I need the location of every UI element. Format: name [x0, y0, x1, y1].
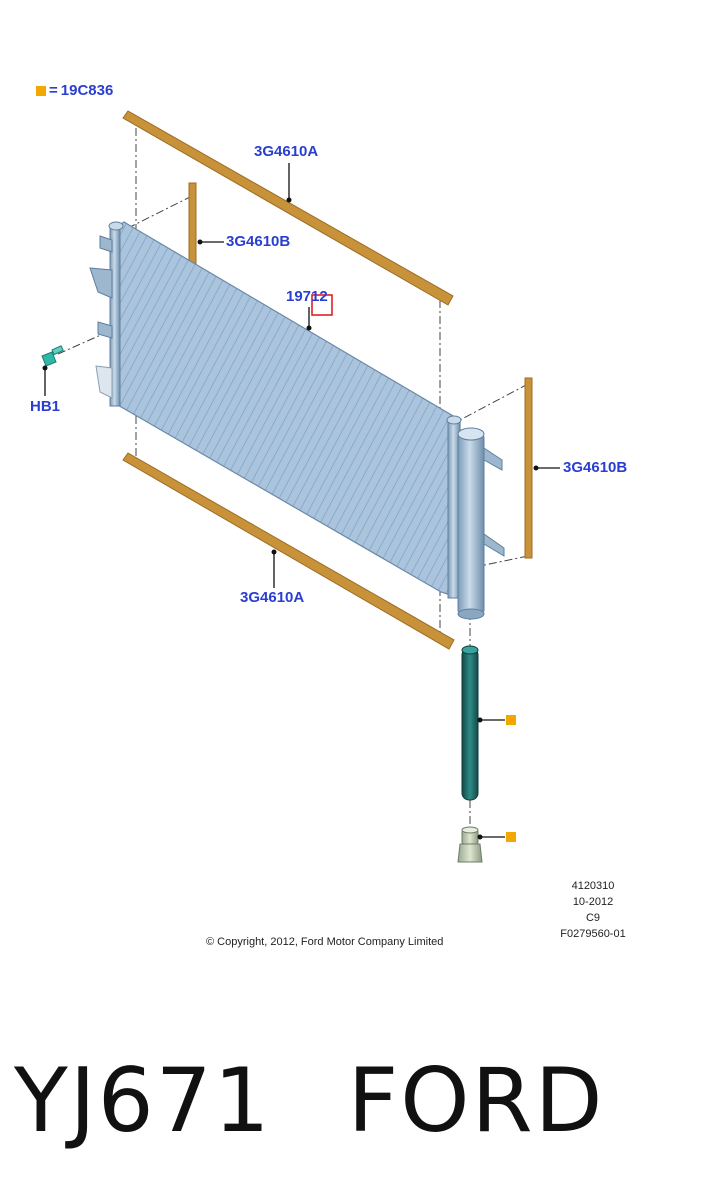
illustration-meta: 4120310 10-2012 C9 F0279560-01 [548, 878, 638, 942]
legend-equals: = [49, 82, 58, 99]
callout-seal-left: 3G4610B [226, 233, 291, 250]
seal-right [524, 377, 533, 559]
illustration-reference: F0279560-01 [560, 928, 626, 940]
footer-brand: FORD [347, 1048, 605, 1152]
callout-seal-top: 3G4610A [254, 143, 319, 160]
condenser-core [89, 221, 505, 620]
seal-bottom [122, 452, 455, 650]
legend: = 19C836 [36, 82, 113, 99]
receiver-drier [461, 645, 479, 801]
callout-seal-right: 3G4610B [563, 459, 628, 476]
orange-square-icon [36, 85, 46, 96]
illustration-date: 10-2012 [572, 896, 614, 908]
legend-part-number: 19C836 [60, 82, 114, 99]
seal-left [188, 182, 197, 270]
leader-lines [44, 163, 560, 838]
condenser-exploded-diagram [41, 110, 560, 863]
footer-part-number: YJ671 [14, 1048, 272, 1152]
seal-top [122, 110, 454, 306]
footer-caption: YJ671 FORD [14, 1040, 704, 1160]
bolt [41, 345, 64, 367]
illustration-id: 4120310 [571, 880, 615, 892]
callout-condenser: 19712 [286, 288, 328, 305]
illustration-code: C9 [585, 912, 601, 924]
drier-plug [457, 826, 483, 863]
callout-bolt: HB1 [30, 398, 61, 415]
red-square-outline-icon [311, 294, 333, 316]
copyright-notice: © Copyright, 2012, Ford Motor Company Li… [206, 936, 444, 948]
orange-square-icon [506, 715, 516, 725]
callout-seal-bottom: 3G4610A [240, 589, 305, 606]
orange-square-icon [506, 832, 516, 842]
